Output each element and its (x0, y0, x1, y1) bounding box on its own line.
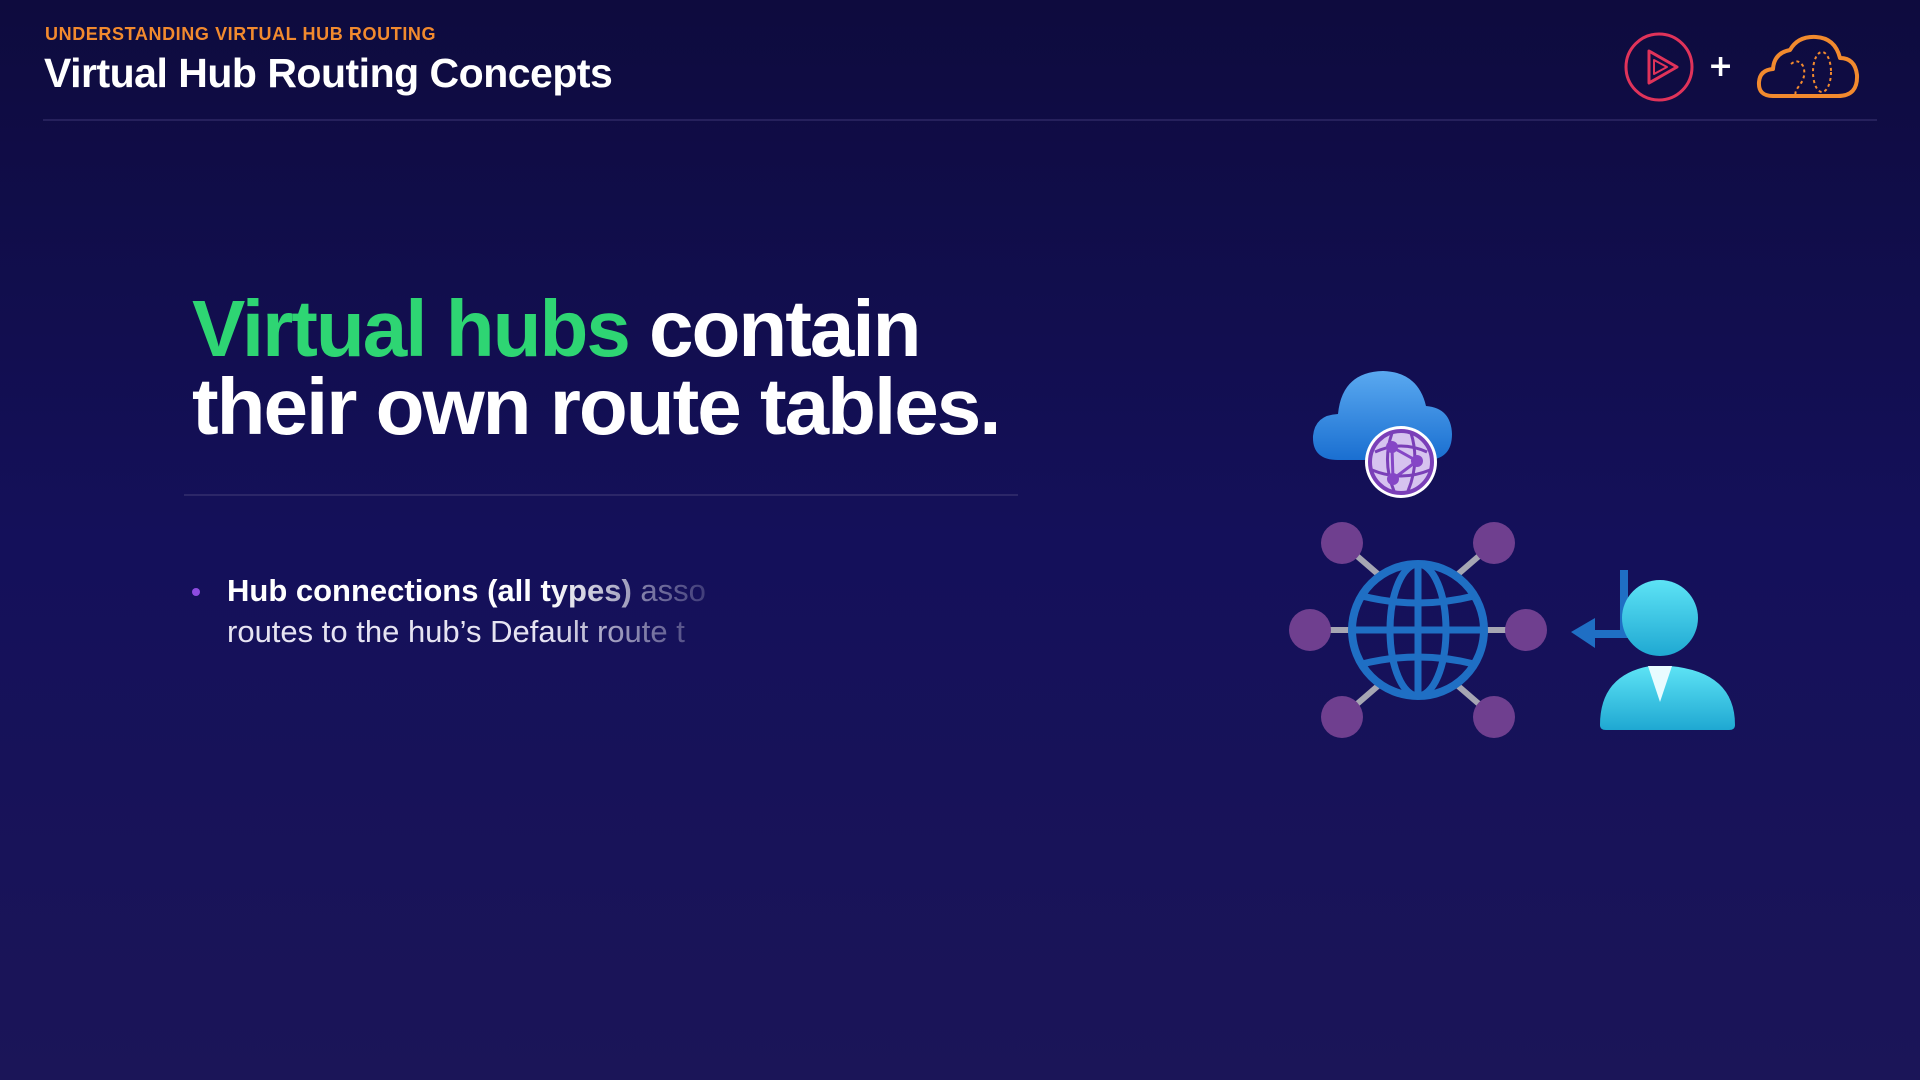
brand-logos (1624, 32, 1860, 102)
globe-network-icon (1289, 522, 1547, 738)
headline-divider (184, 494, 1018, 496)
headline-line1-rest: contain (628, 284, 921, 373)
cloud-logo-icon (1756, 34, 1860, 98)
bullet-line2: routes to the hub’s Default route t (227, 614, 685, 649)
user-with-arrow-icon (1571, 570, 1735, 730)
bullet-item: Hub connections (all types) asso routes … (192, 570, 752, 650)
header-divider (43, 119, 1877, 121)
bullet-rest-line1: asso (631, 573, 706, 608)
bullet-text: Hub connections (all types) asso routes … (227, 570, 747, 652)
headline-accent: Virtual hubs (192, 284, 631, 373)
bullet-bold: Hub connections (all types) (227, 573, 632, 608)
page-title: Virtual Hub Routing Concepts (44, 50, 613, 96)
header-eyebrow: UNDERSTANDING VIRTUAL HUB ROUTING (45, 24, 437, 44)
headline: Virtual hubs contain their own route tab… (192, 289, 1001, 447)
bullet-dot (192, 588, 200, 596)
plus-sign: + (1708, 49, 1734, 84)
hub-diagram (1289, 371, 1735, 738)
headline-line2: their own route tables. (192, 362, 1001, 451)
play-circle-icon (1624, 32, 1694, 102)
cloud-network-icon (1312, 371, 1452, 498)
